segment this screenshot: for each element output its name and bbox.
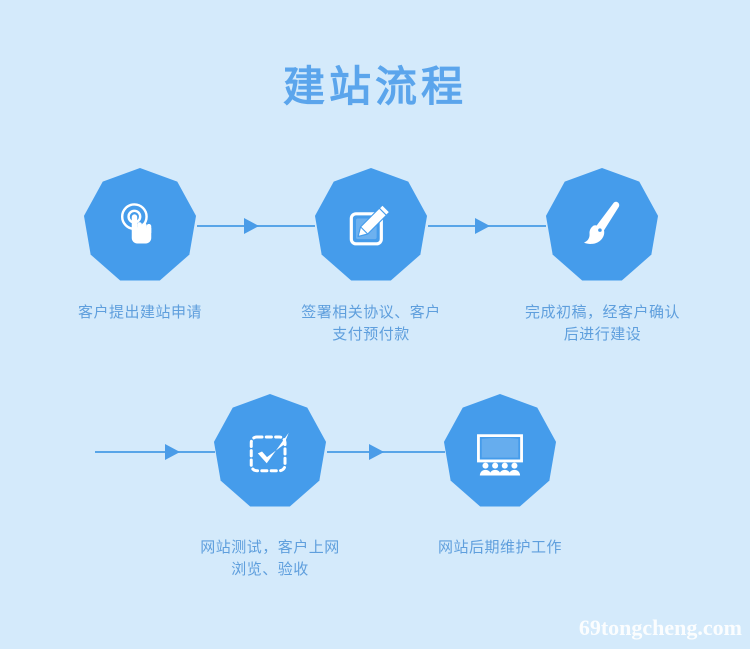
nonagon-shape xyxy=(443,394,557,507)
arrow-head-icon xyxy=(475,218,490,234)
flow-step-node-3[interactable] xyxy=(544,168,660,284)
flow-step-label-1: 客户提出建站申请 xyxy=(40,302,240,324)
flow-step-label-3: 完成初稿，经客户确认 后进行建设 xyxy=(500,302,705,346)
flow-connector-2-3 xyxy=(428,216,546,236)
checkmark-dashed-box-icon xyxy=(249,432,289,473)
pen-edit-icon xyxy=(349,204,391,246)
flow-step-label-3-line1: 完成初稿，经客户确认 xyxy=(524,304,680,321)
connector-line xyxy=(327,451,445,453)
arrow-head-icon xyxy=(369,444,384,460)
flow-step-node-1[interactable] xyxy=(82,168,198,284)
nonagon-shape xyxy=(213,394,327,507)
page-title: 建站流程 xyxy=(282,63,467,110)
flow-connector-1-2 xyxy=(197,216,315,236)
arrow-head-icon xyxy=(165,444,180,460)
flow-step-label-5-line: 网站后期维护工作 xyxy=(437,539,562,556)
flow-step-label-2: 签署相关协议、客户 支付预付款 xyxy=(276,302,466,346)
flow-step-label-3-line2: 后进行建设 xyxy=(563,326,642,343)
flow-step-label-2-line1: 签署相关协议、客户 xyxy=(301,304,441,321)
flow-step-node-5[interactable] xyxy=(442,394,558,510)
flow-step-label-5: 网站后期维护工作 xyxy=(410,537,590,559)
flow-connector-4-5 xyxy=(327,442,445,462)
flow-connector-3-4 xyxy=(95,442,215,462)
flow-step-label-4-line2: 浏览、验收 xyxy=(231,561,309,578)
flow-step-node-4[interactable] xyxy=(212,394,328,510)
presentation-screen-icon xyxy=(477,434,523,476)
arrow-head-icon xyxy=(244,218,259,234)
connector-line xyxy=(95,451,215,453)
paintbrush-icon xyxy=(584,201,620,244)
flow-step-label-2-line2: 支付预付款 xyxy=(332,326,410,343)
flow-step-label-1-line: 客户提出建站申请 xyxy=(77,304,202,321)
watermark: 69tongcheng.com xyxy=(578,615,742,640)
flow-step-node-2[interactable] xyxy=(313,168,429,284)
flow-step-label-4-line1: 网站测试，客户上网 xyxy=(200,539,340,556)
flow-step-label-4: 网站测试，客户上网 浏览、验收 xyxy=(170,537,370,581)
touch-click-icon xyxy=(120,203,152,244)
